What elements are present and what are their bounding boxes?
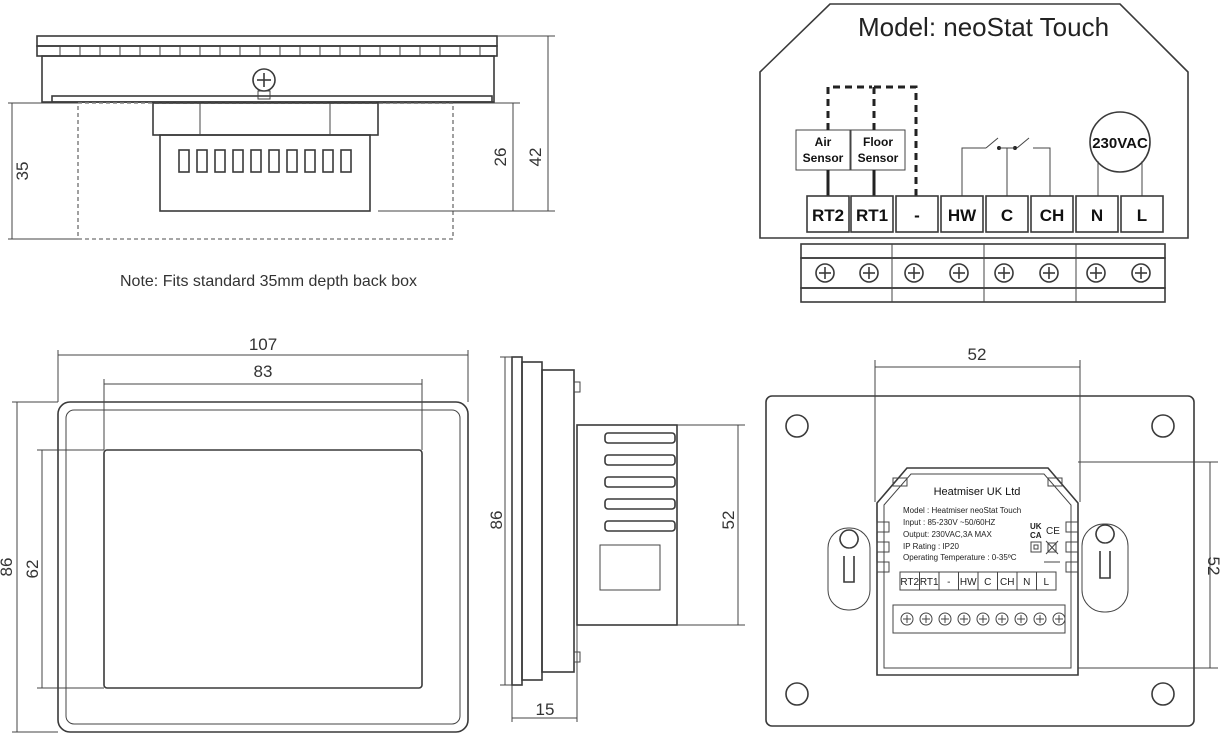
terminal-screw-icon <box>1039 263 1059 283</box>
terminal-ch: CH <box>1040 206 1065 225</box>
dim-107: 107 <box>249 335 277 354</box>
label-model: Model : Heatmiser neoStat Touch <box>903 506 1021 515</box>
back-box-note: Note: Fits standard 35mm depth back box <box>120 273 417 290</box>
svg-text:Sensor: Sensor <box>803 151 844 165</box>
label-terminal-0: RT2 <box>900 577 919 588</box>
label-terminal-2: - <box>947 577 950 588</box>
label-temp: Operating Temperature : 0-35ºC <box>903 553 1017 562</box>
back-screw-icon <box>957 612 971 626</box>
label-terminal-6: N <box>1023 577 1030 588</box>
back-screw-icon <box>938 612 952 626</box>
front-view: 107 83 86 62 <box>0 335 469 733</box>
terminal-hw: HW <box>948 206 977 225</box>
terminal-c: C <box>1001 206 1013 225</box>
dim-42: 42 <box>526 148 545 167</box>
model-title: Model: neoStat Touch <box>858 12 1109 42</box>
dim-26: 26 <box>491 148 510 167</box>
label-terminal-1: RT1 <box>920 577 939 588</box>
back-screw-icon <box>1033 612 1047 626</box>
supply-circle <box>1089 111 1151 173</box>
label-output: Output: 230VAC,3A MAX <box>903 530 992 539</box>
supply-label: 230VAC <box>1092 135 1148 152</box>
dim-52-side: 52 <box>719 511 738 530</box>
back-screw-icon <box>995 612 1009 626</box>
label-terminal-3: HW <box>960 577 977 588</box>
terminal-minus: - <box>914 206 920 225</box>
back-screw-icon <box>1014 612 1028 626</box>
back-box-outline <box>77 102 454 240</box>
back-screw-icon <box>919 612 933 626</box>
terminal-screw-icon <box>949 263 969 283</box>
svg-text:CA: CA <box>1030 531 1042 540</box>
terminal-screw-icon <box>904 263 924 283</box>
mounting-hole-icon <box>785 414 809 438</box>
air-sensor-label: Air <box>815 135 832 149</box>
ukca-mark: UK <box>1030 522 1042 531</box>
back-terminal-screws <box>900 612 1066 626</box>
dim-15: 15 <box>536 700 555 719</box>
back-screw-icon <box>900 612 914 626</box>
dim-62: 62 <box>23 560 42 579</box>
terminal-screw-icon <box>815 263 835 283</box>
double-insulation-icon <box>1030 541 1042 553</box>
terminal-rt1: RT1 <box>856 206 888 225</box>
label-terminal-7: L <box>1043 577 1049 588</box>
ce-mark: CE <box>1046 526 1060 537</box>
terminal-screws <box>815 263 1151 283</box>
side-view: 52 86 15 <box>487 356 745 722</box>
label-brand: Heatmiser UK Ltd <box>934 486 1021 498</box>
terminal-screw-icon <box>994 263 1014 283</box>
floor-sensor-label: Floor <box>863 135 893 149</box>
dim-86-front: 86 <box>0 558 16 577</box>
label-input: Input : 85-230V ~50/60HZ <box>903 518 995 527</box>
terminal-l: L <box>1137 206 1147 225</box>
terminal-screw-icon <box>1086 263 1106 283</box>
terminal-screw-icon <box>1131 263 1151 283</box>
label-ip: IP Rating : IP20 <box>903 542 959 551</box>
dim-86-side: 86 <box>487 511 506 530</box>
side-section-view: 35 26 42 Note: Fits standard 35mm depth … <box>8 35 555 290</box>
dim-35: 35 <box>13 162 32 181</box>
svg-text:Sensor: Sensor <box>858 151 899 165</box>
back-view: Heatmiser UK Ltd Model : Heatmiser neoSt… <box>765 345 1223 727</box>
back-screw-icon <box>1052 612 1066 626</box>
terminal-rt2: RT2 <box>812 206 844 225</box>
wiring-diagram: Model: neoStat Touch Air Sensor Floor Se… <box>759 3 1189 303</box>
dim-83: 83 <box>254 362 273 381</box>
label-terminal-4: C <box>984 577 991 588</box>
floor-sensor-box <box>850 129 906 171</box>
weee-bin-icon <box>1045 540 1059 555</box>
label-terminal-5: CH <box>1000 577 1014 588</box>
terminal-n: N <box>1091 206 1103 225</box>
air-sensor-box <box>795 129 851 171</box>
back-screw-icon <box>976 612 990 626</box>
dim-52-back-top: 52 <box>968 345 987 364</box>
dim-52-back-right: 52 <box>1204 557 1223 576</box>
terminal-screw-icon <box>859 263 879 283</box>
